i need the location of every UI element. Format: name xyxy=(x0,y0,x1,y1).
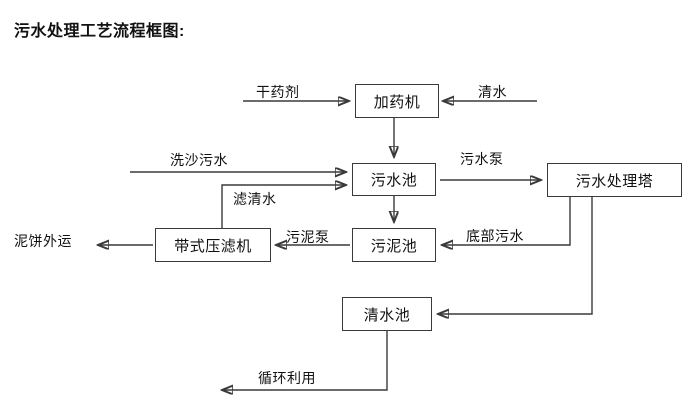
node-label: 污水处理塔 xyxy=(575,172,654,190)
wire-filtered-clean-water xyxy=(221,185,346,228)
node-belt-filter-press[interactable]: 带式压滤机 xyxy=(155,228,271,262)
page-title: 污水处理工艺流程框图: xyxy=(14,23,185,40)
node-sludge-pool[interactable]: 污泥池 xyxy=(352,228,436,262)
node-label: 带式压滤机 xyxy=(174,237,252,255)
node-dosing-machine[interactable]: 加药机 xyxy=(355,84,439,118)
edge-label-clean-water-in: 清水 xyxy=(478,84,507,100)
node-label: 污泥池 xyxy=(370,237,418,255)
edge-label-wastewater-pump: 污水泵 xyxy=(460,151,504,167)
node-label: 加药机 xyxy=(373,93,421,111)
node-label: 污水池 xyxy=(370,172,418,189)
edge-label-bottom-wastewater: 底部污水 xyxy=(466,228,524,244)
node-label: 清水池 xyxy=(363,306,411,324)
wire-tower-to-clean-water-pool xyxy=(438,197,593,314)
edge-label-filtered-clean-water: 滤清水 xyxy=(233,191,277,207)
node-treatment-tower[interactable]: 污水处理塔 xyxy=(547,163,682,197)
edge-label-recycling-reuse: 循环利用 xyxy=(258,370,316,386)
wire-recycling-reuse xyxy=(222,331,388,390)
node-wastewater-pool[interactable]: 污水池 xyxy=(352,163,436,196)
edge-label-sand-washing-wastewater: 洗沙污水 xyxy=(170,152,228,168)
edge-label-dry-agent: 干药剂 xyxy=(256,84,300,100)
edge-label-mud-cake-transport: 泥饼外运 xyxy=(14,233,72,249)
node-clean-water-pool[interactable]: 清水池 xyxy=(342,297,432,331)
wire-bottom-wastewater xyxy=(442,197,571,245)
edge-label-sludge-pump: 污泥泵 xyxy=(286,229,330,245)
